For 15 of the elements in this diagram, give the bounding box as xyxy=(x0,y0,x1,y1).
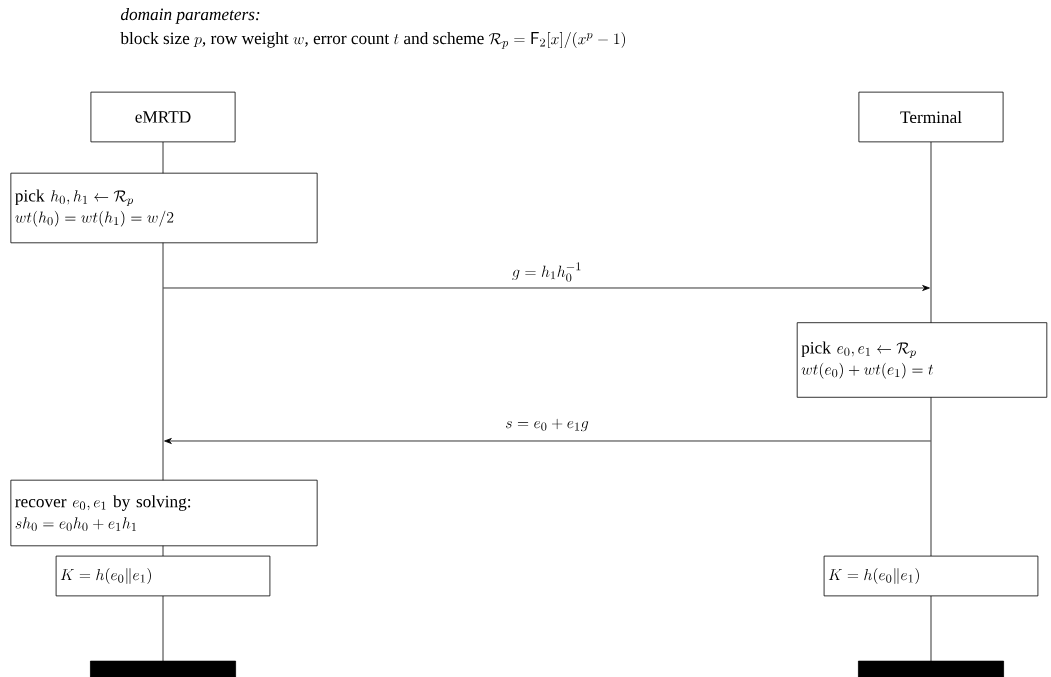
message-arrow xyxy=(163,285,930,291)
action-box: $K = h(e_0 \| e_1)$ xyxy=(823,555,1039,597)
lifeline-end-bar xyxy=(90,660,236,677)
parameter-text: $\text{block size } p\text{, row weight } w\text{, error count } t\text{ and scheme } \mathcal{R}_p = \mathsf{F}_2[x]/(x^p - 1)$ xyxy=(120,32,626,49)
action-box: $\text{recover } e_0, e_1 \text{ by solving:}$ $sh_0 = e_0h_0 + e_1h_1$ xyxy=(10,479,318,547)
edge-label: $g = h_1 h_0^{-1}$ xyxy=(512,262,581,282)
action-box: $\text{pick } e_0, e_1 \leftarrow \mathcal{R}_p$ $wt(e_0) + wt(e_1) = t$ xyxy=(796,322,1048,398)
edge-label: $s = e_0 + e_1 g$ xyxy=(506,418,589,432)
participant-box: eMRTD xyxy=(90,91,236,143)
participant-box: Terminal xyxy=(858,91,1004,143)
action-box: $K = h(e_0 \| e_1)$ xyxy=(55,555,271,597)
lifeline-end-bar xyxy=(858,660,1004,677)
message-arrow xyxy=(164,438,931,444)
heading: domain parameters: xyxy=(120,8,260,24)
action-box: $\text{pick } h_0, h_1 \leftarrow \mathcal{R}_p$ $wt(h_0) = wt(h_1) = w/2$ xyxy=(10,172,318,244)
